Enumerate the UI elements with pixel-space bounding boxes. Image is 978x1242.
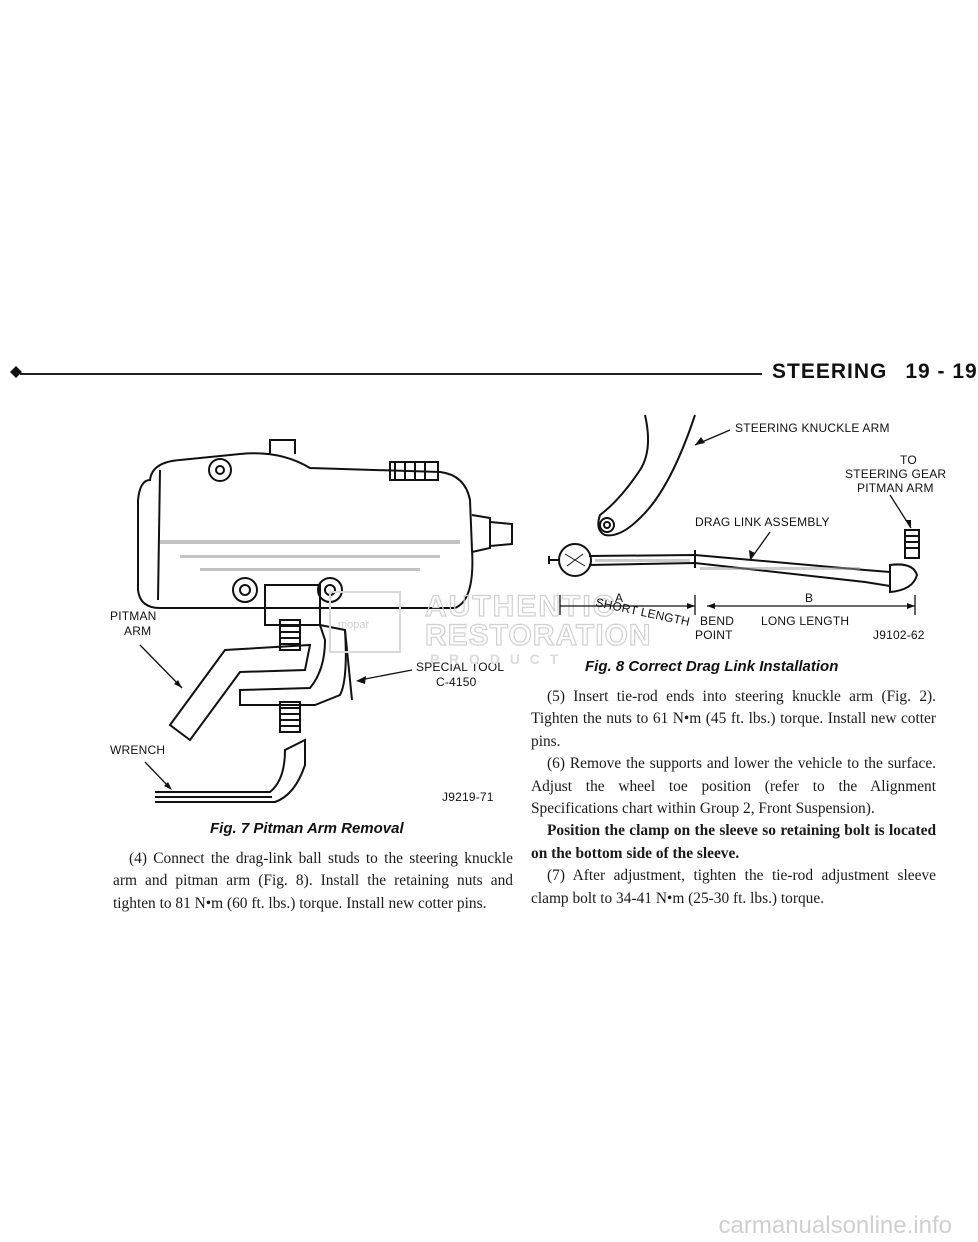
wrench bbox=[155, 738, 306, 803]
fig8-caption: Fig. 8 Correct Drag Link Installation bbox=[585, 658, 839, 675]
left-column: (4) Connect the drag-link ball studs to … bbox=[113, 848, 513, 915]
label-arm: ARM bbox=[124, 624, 151, 638]
fig7-leaders bbox=[139, 644, 413, 789]
special-tool bbox=[239, 619, 353, 733]
label-special-tool: SPECIAL TOOL bbox=[416, 660, 504, 674]
pitman-arrow-icon bbox=[174, 680, 182, 688]
fig7-illustration: PITMAN ARM SPECIAL TOOL C-4150 WRENCH J9… bbox=[110, 439, 513, 804]
pitman-arrow-icon-2 bbox=[905, 520, 911, 528]
pitman-arm bbox=[168, 643, 312, 742]
page-header: STEERING 19 - 19 bbox=[772, 360, 978, 384]
section-title: STEERING bbox=[772, 360, 888, 383]
step-4: (4) Connect the drag-link ball studs to … bbox=[113, 850, 513, 912]
label-wrench: WRENCH bbox=[110, 743, 165, 757]
fig8-illustration: STEERING KNUCKLE ARM TO STEERING GEAR PI… bbox=[548, 414, 946, 642]
label-pitman-arm: PITMAN ARM bbox=[857, 481, 934, 495]
tool-arrow-icon bbox=[356, 676, 366, 684]
page-number: 19 - 19 bbox=[905, 360, 978, 383]
clamp-note: Position the clamp on the sleeve so reta… bbox=[531, 822, 936, 862]
steering-knuckle-arm bbox=[597, 414, 696, 537]
dim-b-left-arrow-icon bbox=[707, 603, 715, 609]
step-5: (5) Insert tie-rod ends into steering kn… bbox=[531, 688, 936, 750]
label-short-length: SHORT LENGTH bbox=[594, 595, 691, 629]
label-bend: BEND bbox=[700, 614, 734, 628]
dim-a-arrow-icon bbox=[687, 603, 695, 609]
right-column: (5) Insert tie-rod ends into steering kn… bbox=[531, 686, 936, 910]
dimension-lines bbox=[559, 595, 916, 615]
wrench-arrow-icon bbox=[164, 782, 172, 790]
label-to: TO bbox=[900, 453, 917, 467]
drag-link-assembly bbox=[548, 529, 920, 594]
header-diamond-icon bbox=[10, 366, 22, 378]
label-b: B bbox=[805, 591, 813, 605]
step-7: (7) After adjustment, tighten the tie-ro… bbox=[531, 867, 936, 907]
footer-site-link[interactable]: carmanualsonline.info bbox=[718, 1212, 952, 1239]
header-rule bbox=[20, 373, 762, 375]
steering-gear-box bbox=[137, 439, 513, 626]
drag-link-arrow-icon bbox=[749, 550, 755, 560]
label-drag-link: DRAG LINK ASSEMBLY bbox=[695, 515, 830, 529]
label-point: POINT bbox=[695, 628, 733, 642]
fig7-part-number: J9219-71 bbox=[442, 790, 494, 804]
fig7-caption: Fig. 7 Pitman Arm Removal bbox=[210, 820, 404, 837]
fig8-part-number: J9102-62 bbox=[873, 628, 925, 642]
step-6: (6) Remove the supports and lower the ve… bbox=[531, 755, 936, 818]
label-tool-number: C-4150 bbox=[436, 675, 477, 689]
label-knuckle-arm: STEERING KNUCKLE ARM bbox=[735, 421, 890, 435]
link-shading bbox=[595, 559, 860, 570]
gear-shading bbox=[160, 540, 460, 571]
label-long-length: LONG LENGTH bbox=[761, 614, 849, 628]
fig8-leaders bbox=[694, 429, 912, 561]
label-steering-gear: STEERING GEAR bbox=[845, 467, 946, 481]
label-a: A bbox=[615, 591, 623, 605]
label-pitman: PITMAN bbox=[110, 609, 157, 623]
knuckle-arrow-icon bbox=[695, 437, 705, 445]
dim-b-right-arrow-icon bbox=[907, 603, 915, 609]
